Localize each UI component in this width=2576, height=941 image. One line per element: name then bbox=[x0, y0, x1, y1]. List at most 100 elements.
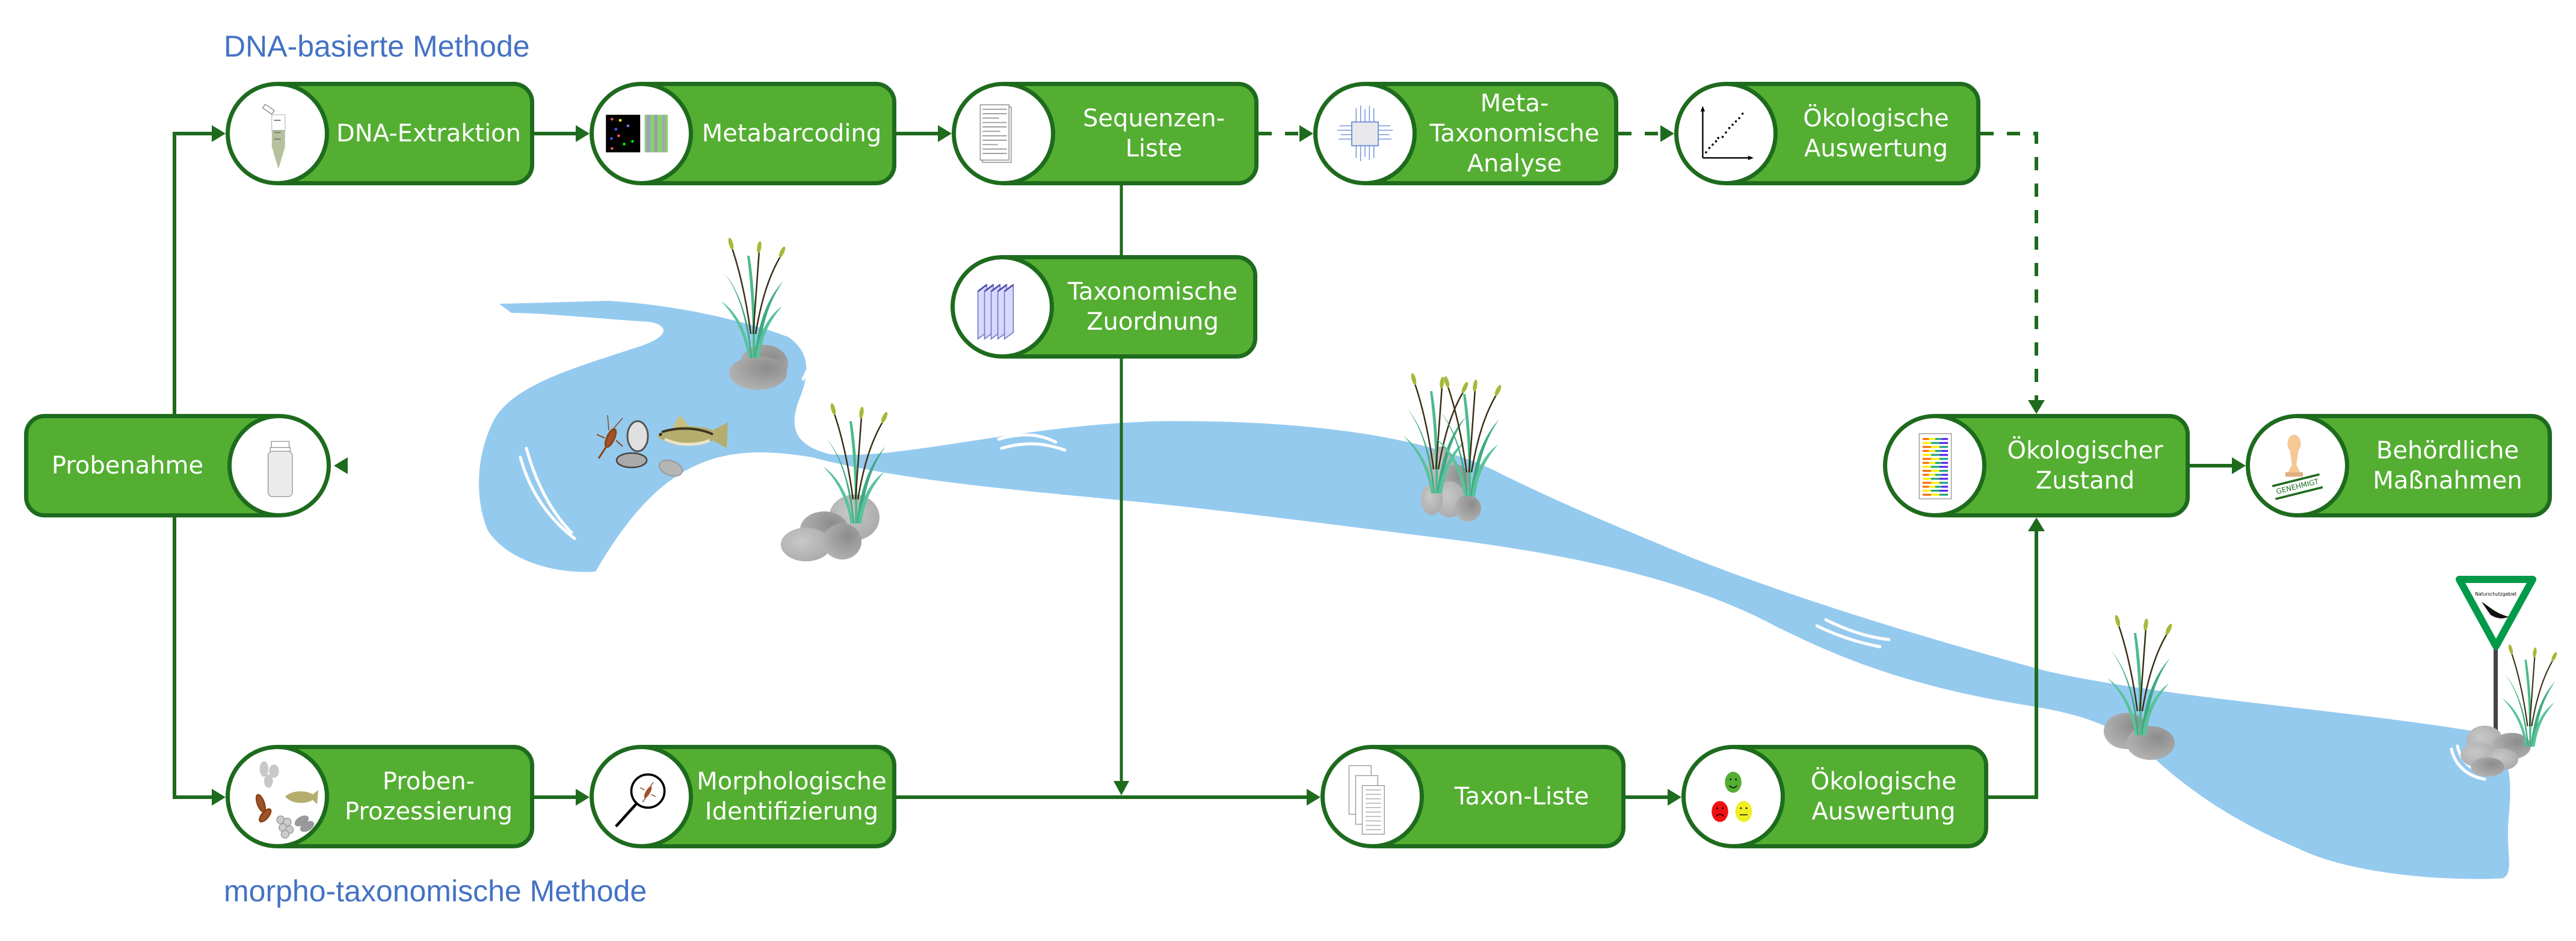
color-bar bbox=[1939, 458, 1949, 460]
color-bar bbox=[1939, 481, 1949, 484]
color-bar bbox=[1922, 490, 1931, 492]
color-bar bbox=[1930, 442, 1940, 444]
color-bar bbox=[1922, 442, 1931, 444]
color-bar bbox=[1929, 438, 1935, 440]
edge-probenahme-dna-extraktion bbox=[173, 132, 217, 414]
color-bar bbox=[1935, 461, 1942, 464]
color-bar bbox=[1939, 466, 1949, 468]
color-bar bbox=[1929, 474, 1935, 476]
color-bar-table-icon bbox=[1883, 414, 1986, 517]
color-bar bbox=[1922, 486, 1929, 488]
node-label: Metabarcoding bbox=[701, 120, 882, 147]
color-bar bbox=[1929, 486, 1935, 488]
color-bar bbox=[1935, 486, 1942, 488]
node-label: Ökologischer Zustand bbox=[2007, 437, 2163, 495]
node-label: Ökologische Auswertung bbox=[1810, 768, 1957, 825]
node-label: Ökologische Auswertung bbox=[1803, 105, 1949, 162]
edge-probenahme-proben-prozessierung bbox=[173, 517, 217, 799]
color-bar bbox=[1930, 458, 1940, 460]
reeds-with-stones bbox=[1402, 372, 1503, 522]
color-bar bbox=[1922, 466, 1931, 468]
morpho-method-title: morpho-taxonomische Methode bbox=[224, 874, 647, 908]
color-bar bbox=[1922, 438, 1929, 440]
node-taxonomische-zuordnung[interactable]: Taxonomische Zuordnung bbox=[951, 255, 1257, 359]
node-dna-extraktion[interactable]: DNA-Extraktion bbox=[226, 82, 534, 185]
connectors bbox=[173, 132, 2237, 799]
isopod-icon bbox=[658, 459, 683, 477]
sample-bottle-icon bbox=[227, 414, 331, 517]
color-bar bbox=[1929, 449, 1935, 452]
arrowheads bbox=[212, 125, 2246, 806]
color-bar bbox=[1941, 438, 1949, 440]
node-sequenzen-liste[interactable]: Sequenzen- Liste bbox=[952, 82, 1259, 185]
node-taxon-liste[interactable]: Taxon-Liste bbox=[1320, 745, 1625, 848]
sign-text: Naturschutzgebiet bbox=[2475, 591, 2516, 597]
dna-method-title: DNA-basierte Methode bbox=[224, 29, 530, 63]
color-bar bbox=[1922, 454, 1931, 456]
microchip-icon bbox=[1313, 82, 1417, 185]
color-bar bbox=[1922, 446, 1931, 448]
color-bar bbox=[1930, 493, 1940, 496]
node-label: DNA-Extraktion bbox=[336, 120, 521, 147]
color-bar bbox=[1930, 490, 1940, 492]
node-probenahme[interactable]: Probenahme bbox=[24, 414, 331, 517]
color-bar bbox=[1930, 478, 1940, 480]
scatter-plot-icon bbox=[1674, 82, 1778, 185]
edge-oekologische-auswertung-oekologischer-zustand bbox=[1988, 526, 2038, 799]
color-bar bbox=[1930, 446, 1940, 448]
insect-larva-icon bbox=[596, 415, 623, 459]
color-bar bbox=[1930, 469, 1940, 472]
node-label: Meta- Taxonomische Analyse bbox=[1429, 90, 1600, 177]
water-ripples bbox=[519, 338, 2489, 781]
nature-reserve-sign: Naturschutzgebiet bbox=[2456, 576, 2559, 777]
organisms-icon bbox=[226, 745, 329, 848]
node-label: Probenahme bbox=[51, 452, 204, 480]
color-bar bbox=[1922, 493, 1931, 496]
diatom-icon bbox=[615, 420, 649, 469]
book-stack-icon bbox=[951, 255, 1054, 359]
color-bar bbox=[1922, 478, 1931, 480]
node-metabarcoding[interactable]: Metabarcoding bbox=[590, 82, 896, 185]
node-behoerdliche-massnahmen[interactable]: GENEHMIGT Behördliche Maßnahmen bbox=[2246, 414, 2552, 517]
color-bar bbox=[1939, 442, 1949, 444]
color-bar bbox=[1939, 454, 1949, 456]
node-oekologischer-zustand[interactable]: Ökologischer Zustand bbox=[1883, 414, 2190, 517]
color-bar bbox=[1941, 486, 1949, 488]
node-label: Proben- Prozessierung bbox=[344, 768, 513, 825]
node-label: Behördliche Maßnahmen bbox=[2373, 437, 2522, 495]
happy-face-icon bbox=[1725, 771, 1742, 793]
node-meta-taxonomische-analyse[interactable]: Meta- Taxonomische Analyse bbox=[1313, 82, 1618, 185]
fish-icon bbox=[657, 415, 728, 448]
reeds-with-stones bbox=[781, 402, 890, 561]
color-bar bbox=[1930, 466, 1940, 468]
color-bar bbox=[1922, 461, 1929, 464]
color-bar bbox=[1935, 474, 1942, 476]
reeds-with-stones bbox=[2104, 614, 2175, 760]
color-bar bbox=[1939, 446, 1949, 448]
node-morphologische-identifizierung[interactable]: Morphologische Identifizierung bbox=[590, 745, 896, 848]
neutral-face-icon bbox=[1735, 801, 1752, 822]
test-tube-icon bbox=[226, 82, 329, 185]
color-bar bbox=[1922, 449, 1929, 452]
node-oekologische-auswertung-morpho[interactable]: Ökologische Auswertung bbox=[1681, 745, 1988, 848]
color-bar bbox=[1939, 490, 1949, 492]
color-bar bbox=[1930, 481, 1940, 484]
color-bar bbox=[1941, 461, 1949, 464]
node-label: Morphologische Identifizierung bbox=[697, 768, 887, 825]
color-bar bbox=[1935, 438, 1942, 440]
node-label: Taxon-Liste bbox=[1454, 783, 1589, 810]
sad-face-icon bbox=[1712, 801, 1728, 822]
document-list-icon bbox=[952, 82, 1055, 185]
color-bar bbox=[1941, 474, 1949, 476]
color-bar bbox=[1939, 478, 1949, 480]
color-bar bbox=[1935, 449, 1942, 452]
node-proben-prozessierung[interactable]: Proben- Prozessierung bbox=[226, 745, 534, 848]
color-bar bbox=[1930, 454, 1940, 456]
node-oekologische-auswertung-dna[interactable]: Ökologische Auswertung bbox=[1674, 82, 1980, 185]
smiley-rating-icon bbox=[1681, 745, 1785, 848]
document-stack-icon bbox=[1320, 745, 1424, 848]
river bbox=[479, 301, 2510, 879]
approval-stamp-icon: GENEHMIGT bbox=[2246, 414, 2349, 517]
